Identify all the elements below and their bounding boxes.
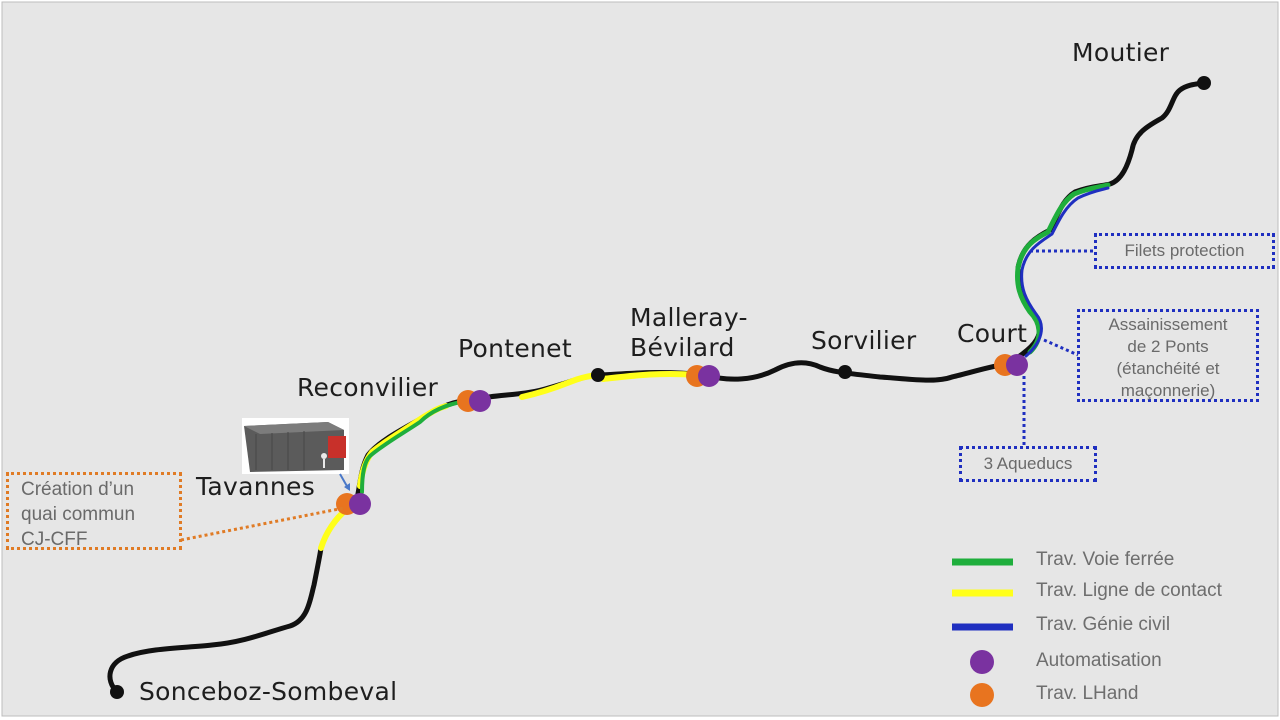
station-label-sorvilier: Sorvilier: [811, 326, 917, 355]
callout-filets-protection: Filets protection: [1094, 233, 1275, 269]
legend-swatch-lhand: [970, 683, 994, 707]
segment-voie-ferree-court-moutier: [1015, 182, 1111, 355]
leader-quai: [180, 506, 345, 542]
station-label-moutier: Moutier: [1072, 38, 1170, 67]
stop-sonceboz: [110, 685, 124, 699]
legend-label-voie: Trav. Voie ferrée: [1036, 549, 1175, 570]
station-label-court: Court: [957, 319, 1028, 348]
badge-reconvilier: [457, 390, 491, 412]
station-label-pontenet: Pontenet: [458, 334, 572, 363]
station-label-tavannes: Tavannes: [196, 472, 316, 501]
stop-sorvilier: [838, 365, 852, 379]
segment-genie-civil-court-moutier: [1020, 186, 1110, 358]
callout-aqueducs: 3 Aqueducs: [959, 446, 1097, 482]
stop-moutier: [1197, 76, 1211, 90]
badge-court: [994, 354, 1028, 376]
legend-label-genie: Trav. Génie civil: [1036, 614, 1171, 635]
legend-swatch-automatisation: [970, 650, 994, 674]
badge-malleray: [686, 365, 720, 387]
badge-tavannes: [336, 493, 371, 515]
platform-illustration: [242, 418, 349, 474]
legend-label-lhand: Trav. LHand: [1036, 683, 1139, 704]
segment-ligne-contact-pontenet: [519, 372, 601, 400]
stop-pontenet: [591, 368, 605, 382]
segment-voie-ferree-tavannes-reconvilier: [360, 399, 468, 494]
legend-label-automatisation: Automatisation: [1036, 650, 1162, 671]
station-label-malleray: Malleray- Bévilard: [630, 303, 748, 362]
callout-quai-commun: Création d’un quai commun CJ-CFF: [6, 472, 182, 550]
leader-assainissement: [1043, 338, 1079, 357]
station-label-reconvilier: Reconvilier: [297, 373, 439, 402]
station-label-sonceboz: Sonceboz-Sombeval: [139, 677, 398, 706]
legend-label-ligne: Trav. Ligne de contact: [1036, 580, 1222, 601]
segment-ligne-contact-malleray: [600, 370, 700, 382]
callout-assainissement-ponts: Assainissement de 2 Ponts (étanchéité et…: [1077, 309, 1259, 402]
